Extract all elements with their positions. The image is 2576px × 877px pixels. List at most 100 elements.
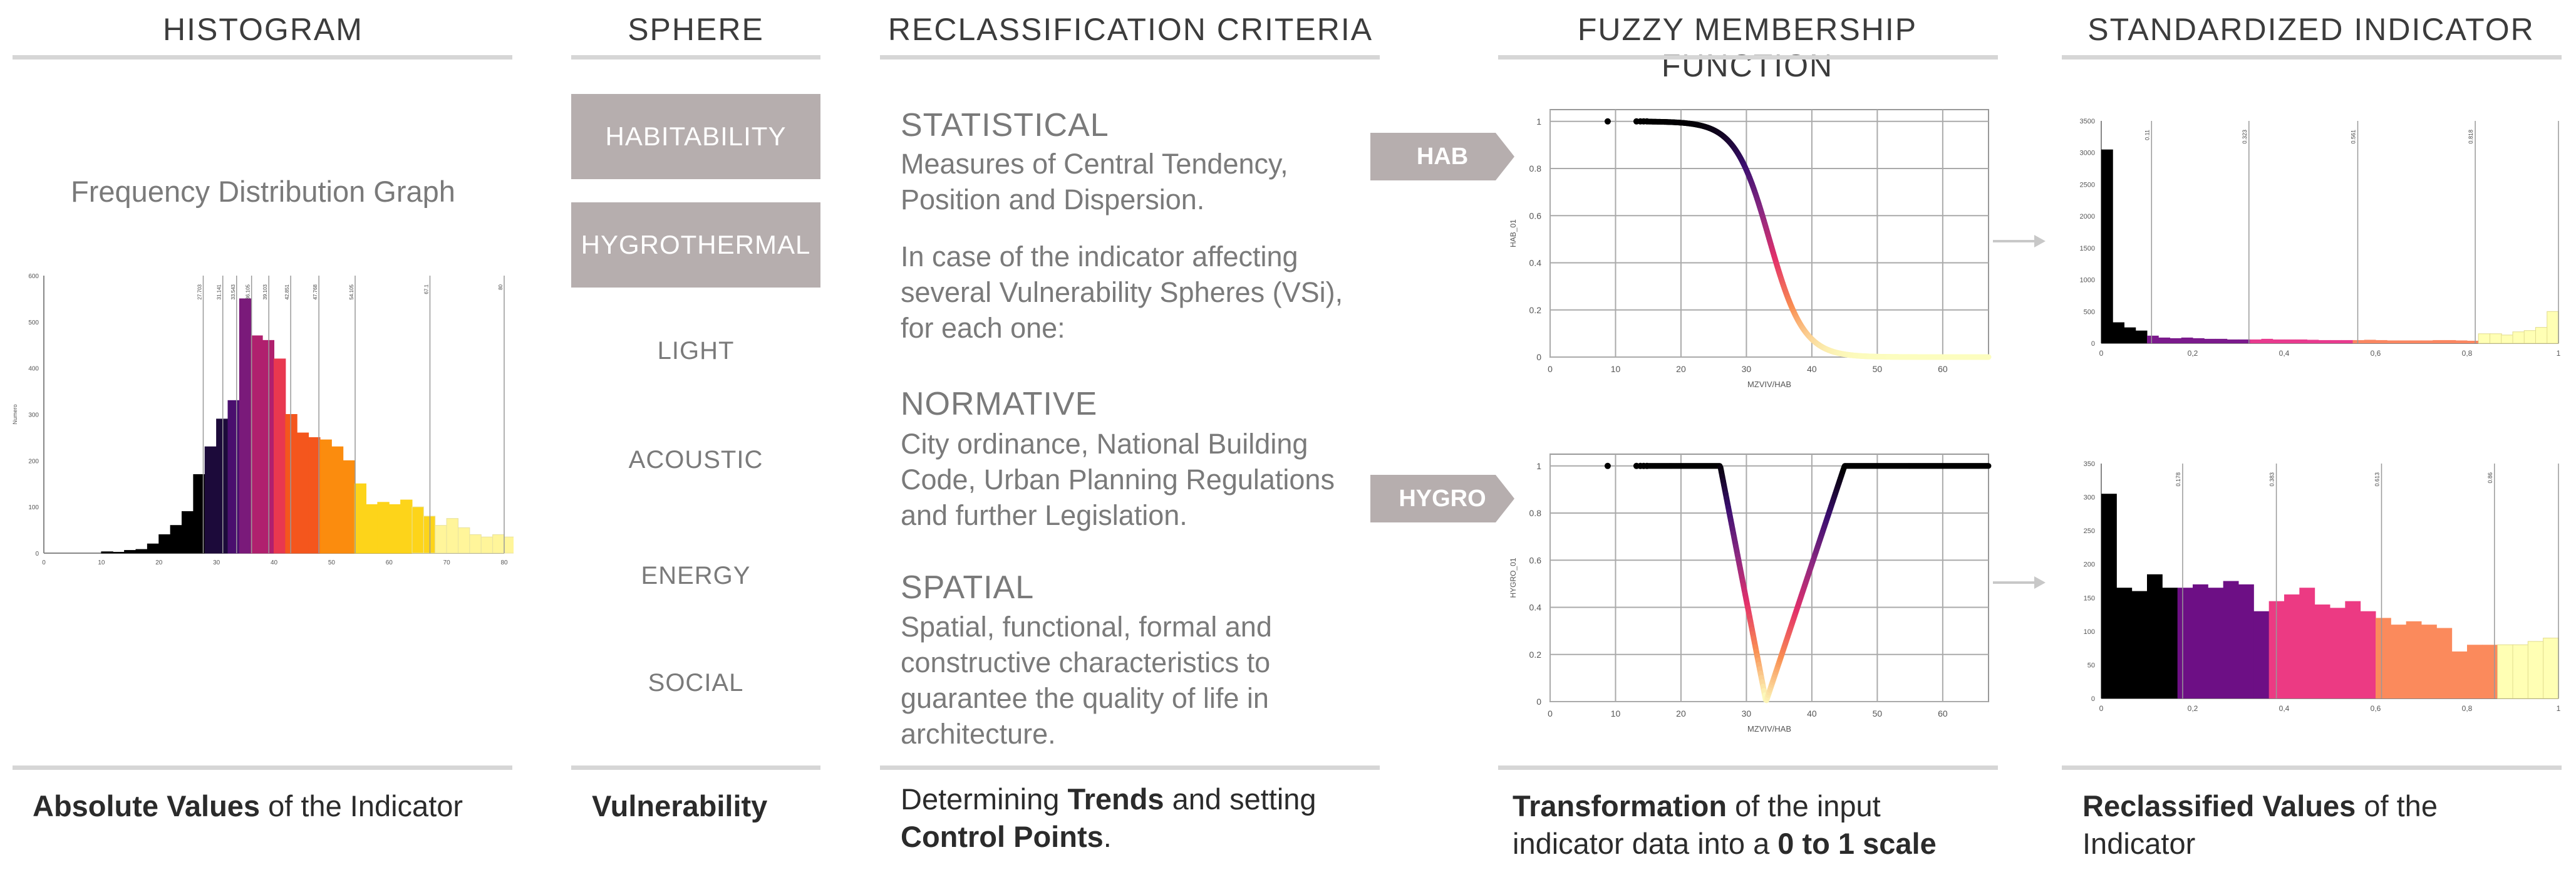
histogram-bar xyxy=(377,502,390,554)
hygro-tag-arrow-shape xyxy=(1370,475,1514,522)
hygro-std-bar xyxy=(2330,608,2346,698)
hygro-result-arrow xyxy=(1993,576,2046,589)
hygro-std-y-tick-label: 100 xyxy=(2084,628,2095,636)
hygro-std-bar xyxy=(2177,588,2193,698)
hab-std-bar xyxy=(2261,338,2273,343)
sphere-bottom-caption: Vulnerability xyxy=(592,787,767,825)
hab-std-y-tick-label: 3500 xyxy=(2080,118,2095,125)
histogram-x-tick-label: 40 xyxy=(271,559,278,566)
hygro-std-bar xyxy=(2406,621,2422,698)
hab-std-bar xyxy=(2158,337,2170,343)
hygro-std-x-tick-label: 1 xyxy=(2557,704,2561,713)
histogram-y-tick-label: 200 xyxy=(28,458,39,465)
histogram-bar xyxy=(319,439,332,554)
hab-fuzzy-y-tick-label: 0.8 xyxy=(1529,163,1542,174)
criteria-bottom-text-1: Determining xyxy=(901,782,1068,816)
criteria-bottom-bold-1: Trends xyxy=(1067,782,1164,816)
histogram-vline-label: 42.851 xyxy=(284,284,290,299)
sphere-acoustic: ACOUSTIC xyxy=(628,446,763,474)
histogram-y-tick-label: 400 xyxy=(28,366,39,373)
hab-std-bar xyxy=(2318,340,2330,343)
histogram-bar xyxy=(331,446,344,554)
hygro-std-vline-label: 0.86 xyxy=(2487,472,2493,484)
top-rule-sphere xyxy=(571,55,820,60)
histogram-bar xyxy=(158,534,171,554)
hab-fuzzy-x-tick-label: 50 xyxy=(1873,364,1883,374)
histogram-bar xyxy=(147,543,160,554)
hygro-std-y-tick-label: 300 xyxy=(2084,494,2095,502)
hygro-std-bar xyxy=(2116,588,2133,698)
hab-fuzzy-data-point xyxy=(1643,118,1650,125)
hab-result-arrow xyxy=(1993,235,2046,247)
hygro-std-bar xyxy=(2376,618,2391,698)
histogram-x-tick-label: 30 xyxy=(213,559,220,566)
fuzzy-bottom-text-2: indicator data into a xyxy=(1513,827,1778,860)
histogram-vline-label: 31.141 xyxy=(217,284,222,299)
histogram-y-tick-label: 100 xyxy=(28,504,39,511)
hygro-std-bar xyxy=(2543,638,2560,699)
hygro-std-bar xyxy=(2391,625,2407,698)
hygro-fuzzy-y-axis-label: HYGRO_01 xyxy=(1509,558,1518,598)
hygro-tag-label: HYGRO xyxy=(1399,485,1486,512)
hab-std-bar xyxy=(2512,331,2525,344)
criteria-bottom-text-2: and setting xyxy=(1164,782,1316,816)
histogram-y-tick-label: 300 xyxy=(28,412,39,419)
hab-std-bar xyxy=(2421,340,2433,343)
histogram-vline-label: 33.543 xyxy=(230,284,236,299)
hab-std-y-tick-label: 0 xyxy=(2091,340,2095,348)
histogram-y-tick-label: 600 xyxy=(28,273,39,280)
hygro-std-y-tick-label: 50 xyxy=(2087,662,2095,669)
hab-fuzzy-x-tick-label: 60 xyxy=(1938,364,1948,374)
hab-std-bar xyxy=(2193,338,2205,343)
hab-std-bar xyxy=(2535,327,2548,344)
criteria-column-title: RECLASSIFICATION CRITERIA xyxy=(887,12,1373,47)
hab-fuzzy-y-axis-label: HAB_01 xyxy=(1509,219,1518,247)
hygro-std-bar xyxy=(2345,601,2361,698)
hab-fuzzy-x-tick-label: 30 xyxy=(1742,364,1752,374)
hab-std-x-tick-label: 1 xyxy=(2557,349,2561,358)
hab-std-bar xyxy=(2398,340,2411,343)
hab-std-x-tick-label: 0,8 xyxy=(2462,349,2473,358)
hab-std-bar xyxy=(2124,327,2136,343)
histogram-y-axis-label: Numero xyxy=(12,404,18,424)
hygro-fuzzy-y-tick-label: 1 xyxy=(1536,461,1541,471)
hygro-std-y-tick-label: 0 xyxy=(2091,695,2095,703)
hab-fuzzy-data-point xyxy=(1604,118,1611,125)
hab-std-bar xyxy=(2215,338,2228,343)
hab-fuzzy-y-tick-label: 0.4 xyxy=(1529,258,1542,268)
criteria-statistical-heading: STATISTICAL xyxy=(901,107,1109,143)
hygro-std-x-tick-label: 0 xyxy=(2099,704,2104,713)
histogram-vline-label: 39.103 xyxy=(262,284,268,299)
hygro-std-bar xyxy=(2436,628,2453,698)
hab-std-vline-label: 0.11 xyxy=(2144,130,2150,140)
standardized-bottom-caption: Reclassified Values of the Indicator xyxy=(2082,787,2438,863)
histogram-bar xyxy=(446,518,458,554)
hygro-std-bar xyxy=(2284,594,2300,698)
histogram-x-tick-label: 0 xyxy=(42,559,46,566)
hab-std-bar xyxy=(2478,333,2491,344)
fuzzy-column-title: FUZZY MEMBERSHIP FUNCTION xyxy=(1577,12,1918,83)
histogram-y-tick-label: 500 xyxy=(28,319,39,326)
histogram-bar xyxy=(135,549,148,554)
hab-std-y-tick-label: 1000 xyxy=(2080,277,2095,284)
histogram-bar xyxy=(227,400,240,554)
hab-std-x-tick-label: 0,4 xyxy=(2279,349,2290,358)
sphere-column-title: SPHERE xyxy=(628,12,764,47)
hygro-std-bar xyxy=(2497,644,2514,699)
hygro-tag: HYGRO xyxy=(1370,475,1514,522)
hab-std-bar xyxy=(2433,340,2444,343)
hygro-fuzzy-x-tick-label: 20 xyxy=(1676,708,1686,719)
histogram-x-tick-label: 70 xyxy=(443,559,451,566)
hab-std-bar xyxy=(2352,340,2365,343)
hab-fuzzy-x-axis-label: MZVIV/HAB xyxy=(1747,380,1791,389)
fuzzy-bottom-bold-2: 0 to 1 scale xyxy=(1777,827,1937,860)
bottom-rule-standardized xyxy=(2062,765,2562,770)
histogram-vline-label: 67.1 xyxy=(423,284,429,294)
sphere-light: LIGHT xyxy=(657,337,735,365)
hygro-fuzzy-x-tick-label: 50 xyxy=(1873,708,1883,719)
hab-std-bar xyxy=(2227,339,2239,343)
bottom-rule-histogram xyxy=(13,765,512,770)
hygro-std-bar xyxy=(2482,645,2498,698)
